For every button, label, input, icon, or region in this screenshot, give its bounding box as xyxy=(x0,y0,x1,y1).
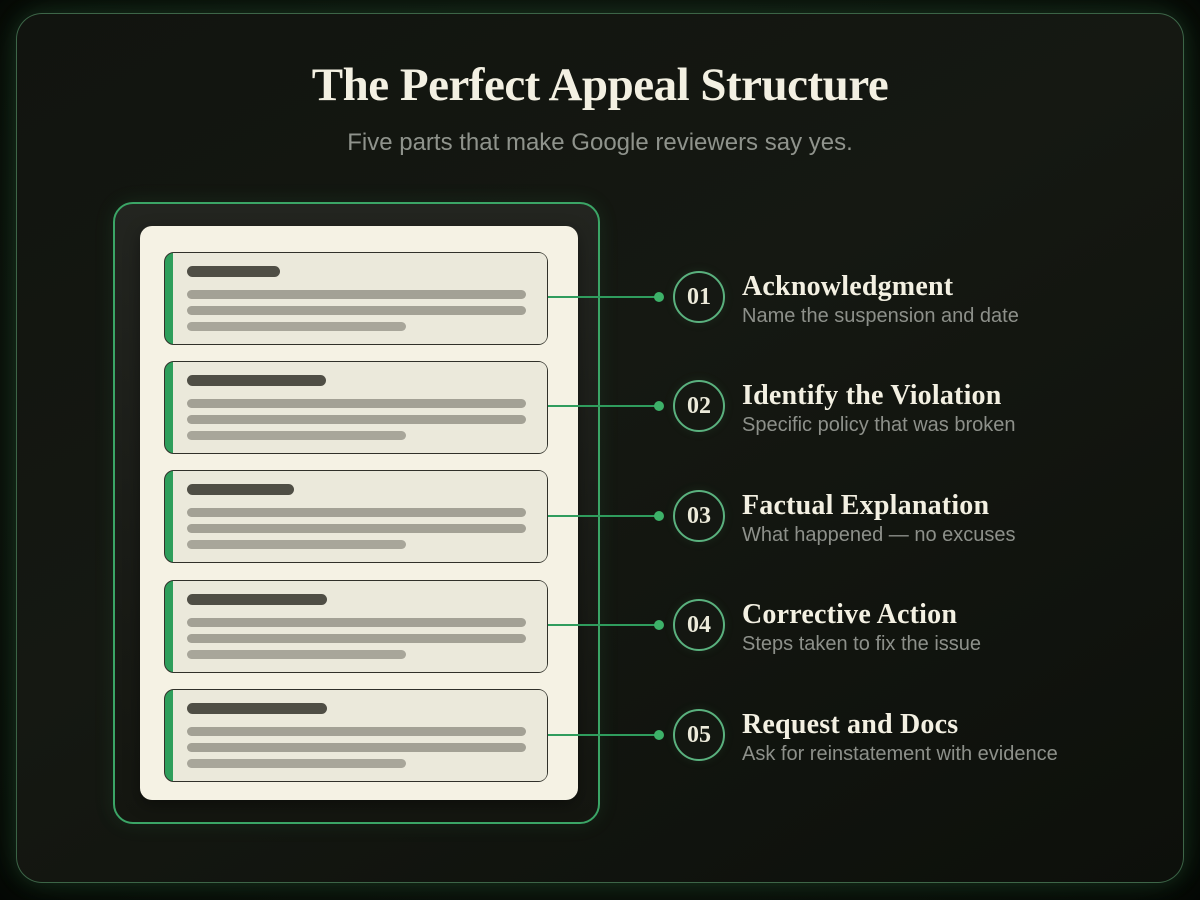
step-text: Factual Explanation What happened — no e… xyxy=(742,490,1016,547)
page-subtitle: Five parts that make Google reviewers sa… xyxy=(347,129,853,156)
step-row-1: 01 Acknowledgment Name the suspension an… xyxy=(673,271,1019,328)
step-description: Name the suspension and date xyxy=(742,305,1019,327)
step-number-badge: 04 xyxy=(673,599,725,651)
mock-text-line xyxy=(187,727,526,736)
mock-text-line xyxy=(187,399,526,408)
connector-dot-4 xyxy=(654,620,664,630)
mock-text-line xyxy=(187,524,526,533)
mock-text-line xyxy=(187,743,526,752)
step-number-badge: 01 xyxy=(673,271,725,323)
mock-text-line xyxy=(187,431,406,440)
connector-line-5 xyxy=(548,734,656,736)
step-number-badge: 02 xyxy=(673,380,725,432)
mock-heading-bar xyxy=(187,484,294,495)
mock-text-line xyxy=(187,634,526,643)
step-text: Acknowledgment Name the suspension and d… xyxy=(742,271,1019,328)
connector-dot-3 xyxy=(654,511,664,521)
mock-text-line xyxy=(187,415,526,424)
document-section-5 xyxy=(164,689,548,782)
mock-heading-bar xyxy=(187,375,326,386)
document-section-body xyxy=(173,362,547,453)
mock-heading-bar xyxy=(187,703,327,714)
step-row-5: 05 Request and Docs Ask for reinstatemen… xyxy=(673,709,1058,766)
connector-line-4 xyxy=(548,624,656,626)
mock-text-line xyxy=(187,759,406,768)
step-text: Request and Docs Ask for reinstatement w… xyxy=(742,709,1058,766)
document-section-body xyxy=(173,471,547,562)
document-section-body xyxy=(173,690,547,781)
mock-text-line xyxy=(187,306,526,315)
document-section-4 xyxy=(164,580,548,673)
connector-dot-1 xyxy=(654,292,664,302)
mock-heading-bar xyxy=(187,266,280,277)
step-description: Specific policy that was broken xyxy=(742,414,1016,436)
connector-dot-5 xyxy=(654,730,664,740)
document-section-3 xyxy=(164,470,548,563)
step-row-2: 02 Identify the Violation Specific polic… xyxy=(673,380,1015,437)
step-number-badge: 03 xyxy=(673,490,725,542)
step-title: Corrective Action xyxy=(742,599,958,630)
connector-line-3 xyxy=(548,515,656,517)
mock-text-line xyxy=(187,290,526,299)
step-title: Request and Docs xyxy=(742,709,959,740)
step-title: Acknowledgment xyxy=(742,271,954,302)
document-section-body xyxy=(173,253,547,344)
step-number-badge: 05 xyxy=(673,709,725,761)
connector-dot-2 xyxy=(654,401,664,411)
document-section-body xyxy=(173,581,547,672)
step-row-3: 03 Factual Explanation What happened — n… xyxy=(673,490,1016,547)
mock-heading-bar xyxy=(187,594,327,605)
document-section-1 xyxy=(164,252,548,345)
connector-line-2 xyxy=(548,405,656,407)
mock-text-line xyxy=(187,650,406,659)
step-description: Steps taken to fix the issue xyxy=(742,633,982,655)
step-text: Identify the Violation Specific policy t… xyxy=(742,380,1015,437)
mock-text-line xyxy=(187,322,406,331)
paper-sheet xyxy=(140,226,578,800)
step-description: What happened — no excuses xyxy=(742,524,1016,546)
mock-text-line xyxy=(187,618,526,627)
mock-text-line xyxy=(187,508,526,517)
step-title: Factual Explanation xyxy=(742,490,990,521)
step-title: Identify the Violation xyxy=(742,380,1002,411)
page-title: The Perfect Appeal Structure xyxy=(311,59,889,111)
mock-text-line xyxy=(187,540,406,549)
connector-line-1 xyxy=(548,296,656,298)
document-section-2 xyxy=(164,361,548,454)
step-description: Ask for reinstatement with evidence xyxy=(742,743,1058,765)
step-text: Corrective Action Steps taken to fix the… xyxy=(742,599,981,656)
document-illustration xyxy=(113,202,600,824)
step-row-4: 04 Corrective Action Steps taken to fix … xyxy=(673,599,981,656)
